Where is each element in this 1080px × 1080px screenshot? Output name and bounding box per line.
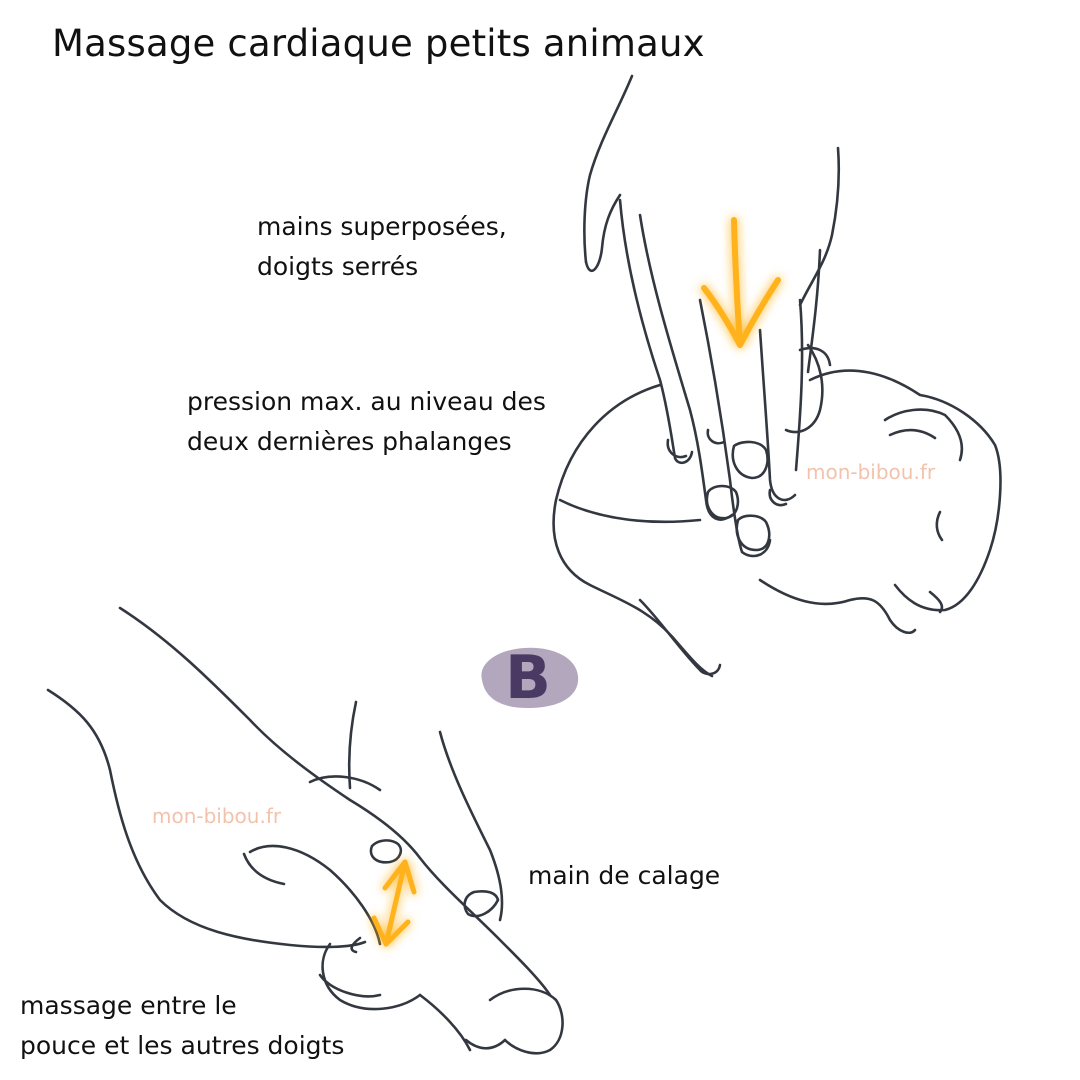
logo-letter: B [505, 643, 551, 710]
hands-sketch-bottom [46, 606, 564, 1055]
label-pressure-line1: pression max. au niveau des [187, 387, 546, 416]
downward-arrow-icon [701, 217, 781, 348]
label-pressure-line2: deux dernières phalanges [187, 427, 512, 456]
label-support-hand: main de calage [528, 861, 721, 890]
logo-blob-shape [481, 647, 579, 708]
label-massage-line1: massage entre le [20, 991, 237, 1020]
page-title: Massage cardiaque petits animaux [52, 22, 705, 65]
label-massage-line2: pouce et les autres doigts [20, 1031, 345, 1060]
label-thumb-massage: massage entre le pouce et les autres doi… [20, 986, 344, 1066]
label-max-pressure: pression max. au niveau des deux dernièr… [187, 382, 546, 462]
puppy-sketch-top [552, 346, 1002, 678]
label-hands-line2: doigts serrés [257, 252, 419, 281]
label-hands-line1: mains superposées, [257, 212, 507, 241]
watermark-bottom: mon-bibou.fr [152, 804, 282, 828]
hands-sketch-top [583, 74, 841, 558]
brand-logo-badge: B [481, 643, 579, 710]
double-arrow-icon [371, 859, 417, 947]
watermark-top: mon-bibou.fr [806, 460, 936, 484]
label-hands-superposed: mains superposées, doigts serrés [257, 207, 507, 287]
